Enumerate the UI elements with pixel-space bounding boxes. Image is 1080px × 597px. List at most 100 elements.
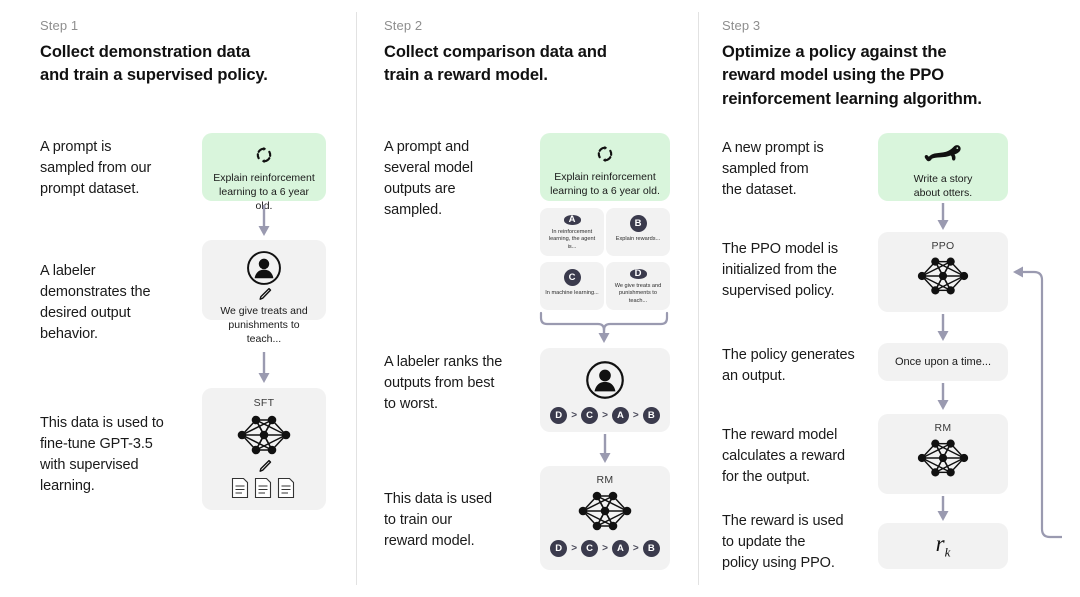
step-3-reward-value: rk xyxy=(936,531,951,561)
step-2-ranking-card[interactable]: D > C > A > B xyxy=(540,348,670,432)
step-2-description-3: This data is used to train our reward mo… xyxy=(384,491,492,550)
step-3-rm-title: RM xyxy=(934,422,952,434)
step-1-labeler-card[interactable]: We give treats and punishments to teach.… xyxy=(202,240,326,345)
rm-rank-badge-4: B xyxy=(642,540,660,557)
step-3-rm-card[interactable]: RM xyxy=(878,414,1008,494)
step-2-arrow-2 xyxy=(597,434,613,464)
step-3-title-line-2: reward model using the PPO xyxy=(722,66,945,85)
rm-rank-gt-2: > xyxy=(602,543,608,554)
step-1-description-2: A labeler demonstrates the desired outpu… xyxy=(40,263,151,343)
step-1-title-line-2: and train a supervised policy. xyxy=(40,66,268,85)
step-2-description-1: A prompt and several model outputs are s… xyxy=(384,139,473,219)
step-2-title-line-1: Collect comparison data and xyxy=(384,43,607,61)
otter-icon xyxy=(923,144,963,164)
step-1-label: Step 1 xyxy=(40,18,79,33)
step-2-title-line-2: train a reward model. xyxy=(384,66,548,85)
step-3-prompt-text: Write a story about otters. xyxy=(913,173,973,200)
step-3-arrow-1 xyxy=(935,203,951,231)
pencil-icon xyxy=(257,287,272,302)
step-3-title-line-1: Optimize a policy against the xyxy=(722,43,947,61)
output-card-b[interactable]: B Explain rewards... xyxy=(606,208,670,256)
step-1-sft-title: SFT xyxy=(253,397,275,409)
step-2-column: Step 2 Collect comparison data and train… xyxy=(356,0,698,597)
output-badge-d: D xyxy=(629,269,647,279)
output-card-c[interactable]: C In machine learning... xyxy=(540,262,604,310)
step-3-description-1: A new prompt is sampled from the dataset… xyxy=(722,140,824,199)
step-1-arrow-1 xyxy=(256,205,272,237)
rank-badge-4: B xyxy=(642,407,660,424)
step-2-rm-ranking-row: D > C > A > B xyxy=(550,540,660,557)
output-badge-b: B xyxy=(629,215,647,232)
person-icon xyxy=(246,250,282,286)
output-card-a[interactable]: A In reinforcement learning, the agent i… xyxy=(540,208,604,256)
output-badge-a: A xyxy=(563,215,581,225)
neural-net-icon xyxy=(573,488,637,534)
step-3-feedback-loop xyxy=(1006,262,1072,552)
person-icon xyxy=(585,360,625,400)
rm-rank-badge-1: D xyxy=(550,540,568,557)
step-2-prompt-text: Explain reinforcement learning to a 6 ye… xyxy=(550,171,660,198)
rank-gt-2: > xyxy=(602,410,608,421)
column-divider-2 xyxy=(698,12,699,585)
step-3-description-5: The reward is used to update the policy … xyxy=(722,513,844,572)
step-3-title-line-3: reinforcement learning algorithm. xyxy=(722,89,982,108)
column-divider-1 xyxy=(356,12,357,585)
reward-subscript: k xyxy=(944,544,951,560)
step-3-ppo-card[interactable]: PPO xyxy=(878,232,1008,312)
step-3-title: Optimize a policy against the reward mod… xyxy=(722,41,1062,111)
pencil-icon xyxy=(257,459,272,474)
step-3-reward-card[interactable]: rk xyxy=(878,523,1008,569)
refresh-icon xyxy=(595,144,615,164)
step-2-prompt-card[interactable]: Explain reinforcement learning to a 6 ye… xyxy=(540,133,670,201)
step-1-title: Collect demonstration data and train a s… xyxy=(40,41,340,88)
step-1-prompt-text: Explain reinforcement learning to a 6 ye… xyxy=(213,172,315,212)
output-text-b: Explain rewards... xyxy=(615,236,661,242)
step-3-ppo-title: PPO xyxy=(931,240,955,252)
rank-badge-3: A xyxy=(611,407,629,424)
step-2-rm-card[interactable]: RM xyxy=(540,466,670,570)
step-2-merge-brace-arrow xyxy=(538,311,674,349)
step-3-column: Step 3 Optimize a policy against the rew… xyxy=(698,0,1080,597)
neural-net-icon xyxy=(912,254,974,298)
neural-net-icon xyxy=(232,412,296,458)
rank-gt-3: > xyxy=(632,410,639,421)
rank-gt-1: > xyxy=(571,410,578,421)
rank-badge-2: C xyxy=(581,407,599,424)
step-1-title-line-1: Collect demonstration data xyxy=(40,43,251,61)
step-3-description-2: The PPO model is initialized from the su… xyxy=(722,241,839,300)
rm-rank-badge-3: A xyxy=(611,540,629,557)
step-1-labeler-text: We give treats and punishments to teach.… xyxy=(220,305,308,346)
output-text-a: In reinforcement learning, the agent is.… xyxy=(548,228,596,251)
output-badge-c: C xyxy=(563,269,581,286)
step-3-description-3: The policy generates an output. xyxy=(722,347,855,385)
rank-badge-1: D xyxy=(550,407,568,424)
refresh-icon xyxy=(254,145,274,165)
step-2-rm-title: RM xyxy=(596,474,614,486)
step-1-prompt-card[interactable]: Explain reinforcement learning to a 6 ye… xyxy=(202,133,326,212)
neural-net-icon xyxy=(912,436,974,480)
output-card-d[interactable]: D We give treats and punishments to teac… xyxy=(606,262,670,310)
step-2-label: Step 2 xyxy=(384,18,423,33)
reward-symbol: r xyxy=(935,531,945,557)
step-3-arrow-3 xyxy=(935,383,951,411)
step-3-output-card[interactable]: Once upon a time... xyxy=(878,343,1008,381)
step-3-arrow-2 xyxy=(935,314,951,342)
documents-icon xyxy=(231,477,297,499)
step-3-output-text: Once upon a time... xyxy=(895,355,991,368)
step-1-arrow-2 xyxy=(256,352,272,384)
step-3-label: Step 3 xyxy=(722,18,761,33)
step-3-arrow-4 xyxy=(935,496,951,522)
step-1-sft-card[interactable]: SFT xyxy=(202,388,326,510)
step-3-description-4: The reward model calculates a reward for… xyxy=(722,427,846,486)
step-2-description-2: A labeler ranks the outputs from best to… xyxy=(384,354,503,413)
step-1-description-1: A prompt is sampled from our prompt data… xyxy=(40,139,152,198)
output-text-c: In machine learning... xyxy=(545,290,599,296)
rm-rank-gt-1: > xyxy=(571,543,578,554)
rm-rank-gt-3: > xyxy=(632,543,639,554)
step-2-title: Collect comparison data and train a rewa… xyxy=(384,41,684,88)
step-3-prompt-card[interactable]: Write a story about otters. xyxy=(878,133,1008,201)
step-1-description-3: This data is used to fine-tune GPT-3.5 w… xyxy=(40,415,164,495)
step-1-column: Step 1 Collect demonstration data and tr… xyxy=(0,0,356,597)
step-2-ranking-row: D > C > A > B xyxy=(550,407,660,424)
